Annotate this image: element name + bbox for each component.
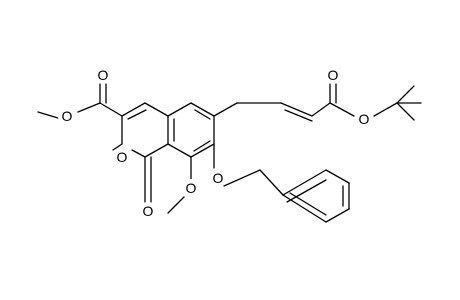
bond <box>329 102 355 117</box>
bond <box>131 149 146 158</box>
bond <box>144 143 169 158</box>
atom-label-bg <box>182 179 200 197</box>
atom-label-bg <box>355 110 373 128</box>
atom-label-benzyloxy-o: O <box>213 170 224 186</box>
bond <box>223 169 261 187</box>
atom-labels: O O O O O O O O <box>58 66 373 220</box>
atom-label-bg <box>113 148 131 166</box>
bond <box>194 109 211 120</box>
bond <box>144 102 169 117</box>
bond <box>193 140 211 152</box>
bond <box>325 208 350 223</box>
bond <box>167 196 185 214</box>
bond <box>396 102 415 121</box>
bond <box>167 102 192 117</box>
atom-label-bg <box>58 107 76 125</box>
bond <box>37 111 59 119</box>
bond <box>259 169 284 196</box>
bond <box>311 102 331 117</box>
bond <box>373 102 398 117</box>
bond <box>127 109 147 120</box>
atom-label-acrylate-carbonyl-o: O <box>328 67 339 83</box>
bond <box>167 143 192 158</box>
atom-label-bg <box>94 66 112 84</box>
bond <box>213 102 238 117</box>
atom-label-acrylate-ester-o: O <box>359 111 370 127</box>
atom-label-methoxy-o: O <box>186 180 197 196</box>
bond <box>190 143 215 158</box>
atom-label-lactone-carbonyl-o: O <box>143 203 154 219</box>
bond <box>190 102 215 117</box>
bond <box>325 169 350 184</box>
atom-label-bg <box>324 66 342 84</box>
atom-label-ester-methoxy-o-left: O <box>62 108 73 124</box>
bond <box>284 109 313 122</box>
bond <box>99 102 123 117</box>
bond <box>121 102 146 117</box>
bond <box>282 194 327 223</box>
bond <box>112 143 123 151</box>
bond <box>286 179 327 203</box>
atom-label-ring-o: O <box>117 149 128 165</box>
bond <box>289 192 327 216</box>
bond <box>77 102 101 113</box>
bond <box>280 102 313 117</box>
bond <box>282 169 327 196</box>
atom-label-bg <box>139 202 157 220</box>
bond <box>396 85 415 104</box>
bonds <box>37 83 422 223</box>
atom-label-ester-carbonyl-o-left: O <box>98 67 109 83</box>
atom-label-bg <box>209 169 227 187</box>
